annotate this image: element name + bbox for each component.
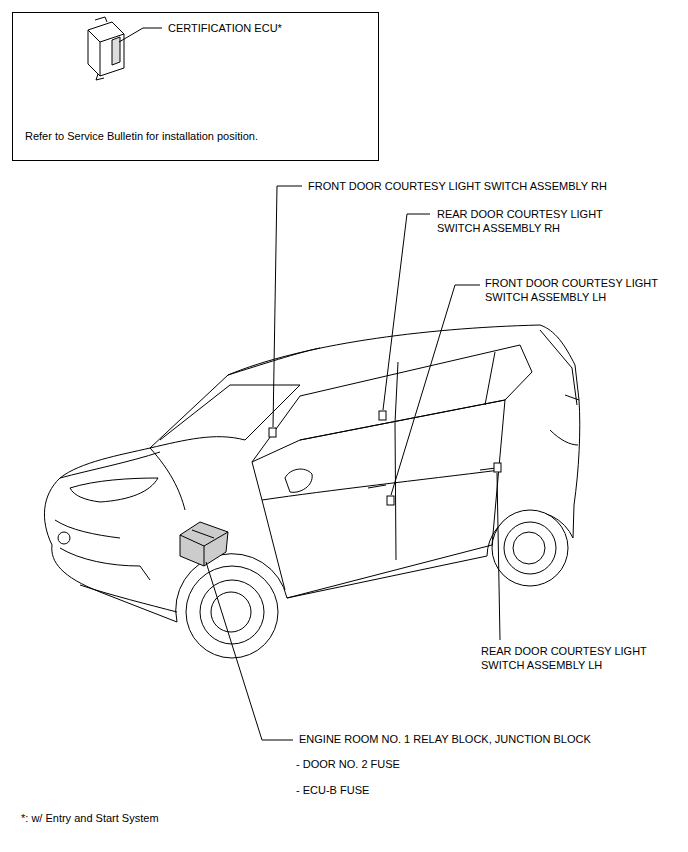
callout-box: CERTIFICATION ECU* Refer to Service Bulle… <box>12 12 379 161</box>
part-label: FRONT DOOR COURTESY LIGHT SWITCH ASSEMBL… <box>307 179 608 193</box>
note-text: Refer to Service Bulletin for installati… <box>25 129 258 143</box>
fuse-label: - DOOR NO. 2 FUSE <box>295 757 401 771</box>
part-label: FRONT DOOR COURTESY LIGHT SWITCH ASSEMBL… <box>484 276 678 304</box>
footnote: *: w/ Entry and Start System <box>20 811 160 825</box>
leader-lines <box>206 186 500 740</box>
ecu-icon <box>88 17 124 80</box>
fuse-label: - ECU-B FUSE <box>295 783 370 797</box>
part-label: REAR DOOR COURTESY LIGHT SWITCH ASSEMBLY… <box>480 644 674 672</box>
switch-icons <box>269 411 501 505</box>
part-label: ENGINE ROOM NO. 1 RELAY BLOCK, JUNCTION … <box>298 732 592 746</box>
part-label: REAR DOOR COURTESY LIGHT SWITCH ASSEMBLY… <box>436 207 630 235</box>
car-body <box>44 325 579 658</box>
relay-block <box>180 522 228 566</box>
part-label: CERTIFICATION ECU* <box>168 21 282 35</box>
